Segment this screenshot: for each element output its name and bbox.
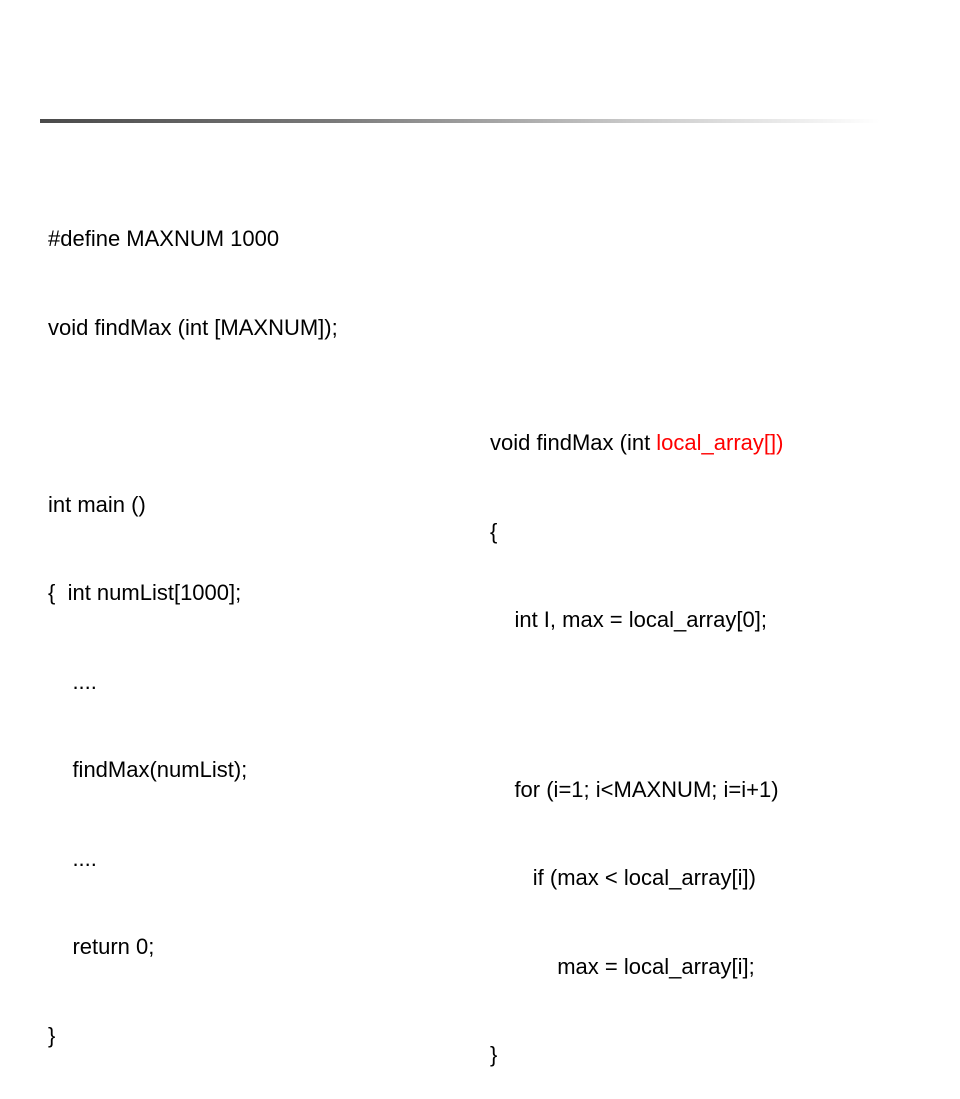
code-line-open-brace: { — [490, 518, 498, 544]
code-line-blank — [48, 401, 338, 431]
code-line-function-signature: void findMax (int local_array[]) — [490, 428, 783, 458]
code-line-max-assignment: max = local_array[i]; — [490, 953, 755, 979]
code-line-array-declaration: { int numList[1000]; — [48, 580, 242, 605]
code-line-function-close-brace: } — [490, 1042, 498, 1067]
header-divider — [40, 119, 880, 123]
code-line-close-brace: } — [48, 1022, 56, 1048]
signature-prefix: void findMax (int — [490, 430, 657, 455]
code-line-if-condition: if (max < local_array[i]) — [490, 865, 756, 890]
code-line-define: #define MAXNUM 1000 — [48, 226, 280, 251]
code-line-return: return 0; — [48, 934, 155, 959]
code-line-findmax-call: findMax(numList); — [48, 757, 248, 782]
highlighted-parameter: local_array[]) — [656, 430, 784, 455]
code-line-ellipsis-2: .... — [48, 845, 97, 871]
code-line-ellipsis-1: .... — [48, 668, 97, 694]
findmax-function-code: void findMax (int local_array[]) { int I… — [490, 369, 783, 1099]
code-line-main-signature: int main () — [48, 491, 146, 517]
code-line-variable-declaration: int I, max = local_array[0]; — [490, 607, 767, 632]
code-line-prototype: void findMax (int [MAXNUM]); — [48, 314, 338, 340]
code-gap — [490, 694, 783, 716]
code-line-for-loop: for (i=1; i<MAXNUM; i=i+1) — [490, 776, 779, 802]
main-program-code: #define MAXNUM 1000 void findMax (int [M… — [48, 165, 338, 1080]
